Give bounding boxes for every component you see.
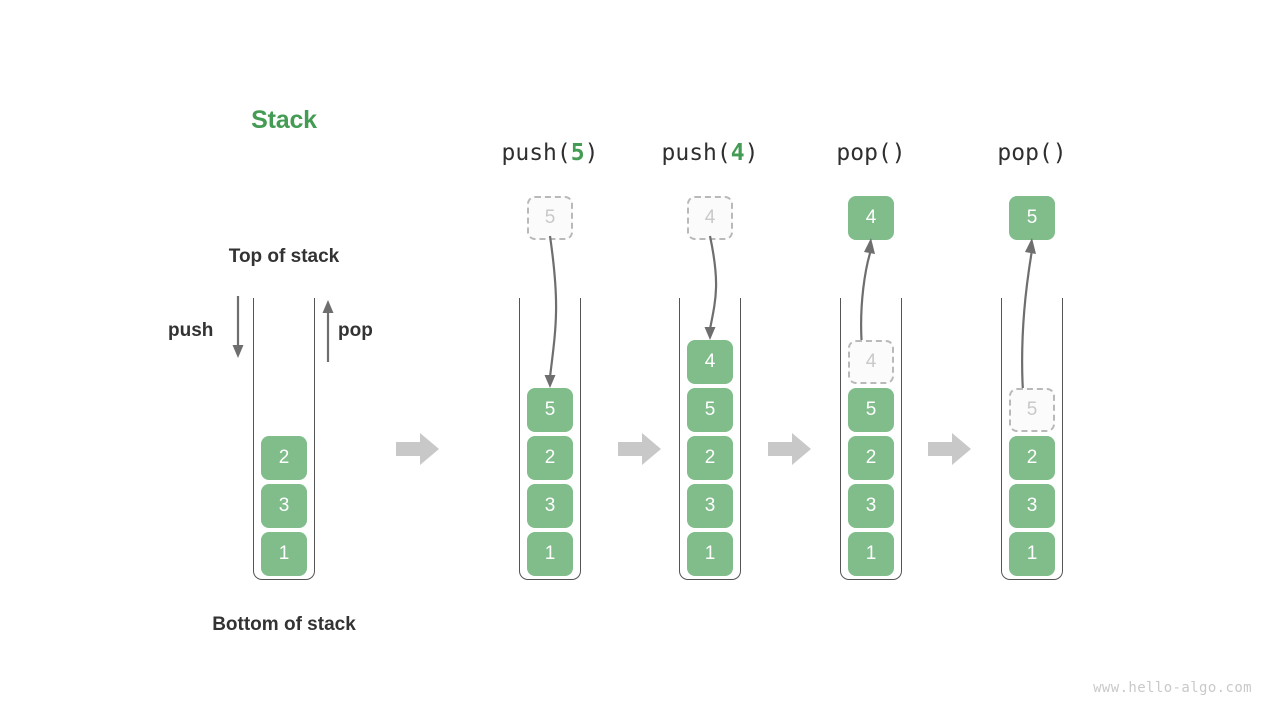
stack-cell: 1 — [261, 532, 307, 576]
step-header-suffix: ) — [744, 140, 759, 166]
step-separator-arrow-icon-1 — [396, 432, 440, 466]
transfer-arrow-icon — [650, 235, 770, 436]
stack-cell: 3 — [527, 484, 573, 528]
step-header-argument: 5 — [570, 140, 585, 166]
push-label: push — [168, 320, 214, 341]
stack-cell-removed: 5 — [1009, 388, 1055, 432]
popped-element: 4 — [848, 196, 894, 240]
stack-cell: 1 — [1009, 532, 1055, 576]
stack-cell-removed: 4 — [848, 340, 894, 384]
step-header-suffix: ) — [1052, 140, 1067, 166]
step-separator-arrow-icon-4 — [928, 432, 972, 466]
step-header-3: pop() — [791, 140, 951, 166]
transfer-arrow-icon — [972, 236, 1092, 436]
bottom-of-stack-label: Bottom of stack — [212, 614, 356, 635]
stack-cell: 2 — [848, 436, 894, 480]
step-header-prefix: pop( — [997, 140, 1053, 166]
step-header-4: pop() — [952, 140, 1112, 166]
floating-element-wrapper: 4 — [848, 196, 894, 240]
watermark: www.hello-algo.com — [1093, 680, 1252, 696]
step-header-prefix: push( — [661, 140, 731, 166]
stack-cell: 3 — [1009, 484, 1055, 528]
top-of-stack-label: Top of stack — [228, 246, 340, 267]
stack-cell: 5 — [687, 388, 733, 432]
popped-element: 5 — [1009, 196, 1055, 240]
stack-cell: 5 — [527, 388, 573, 432]
step-header-suffix: ) — [584, 140, 599, 166]
step-separator-arrow-icon-3 — [768, 432, 812, 466]
stack-cell: 1 — [848, 532, 894, 576]
transfer-arrow-icon — [490, 235, 610, 436]
stack-cell: 3 — [261, 484, 307, 528]
pending-push-element: 5 — [527, 196, 573, 240]
push-arrow-icon — [226, 296, 250, 362]
pending-push-element: 4 — [687, 196, 733, 240]
stack-cell: 2 — [261, 436, 307, 480]
stack-cell: 4 — [687, 340, 733, 384]
step-header-prefix: pop( — [836, 140, 892, 166]
stack-cell: 2 — [1009, 436, 1055, 480]
stack-cell: 5 — [848, 388, 894, 432]
stack-cell: 1 — [527, 532, 573, 576]
floating-element-wrapper: 5 — [527, 196, 573, 240]
stack-cell: 3 — [848, 484, 894, 528]
step-header-argument: 4 — [730, 140, 745, 166]
stack-cell: 2 — [527, 436, 573, 480]
step-header-prefix: push( — [501, 140, 571, 166]
page-title: Stack — [251, 106, 317, 134]
step-header-1: push(5) — [470, 140, 630, 166]
step-separator-arrow-icon-2 — [618, 432, 662, 466]
pop-label: pop — [338, 320, 373, 341]
floating-element-wrapper: 5 — [1009, 196, 1055, 240]
step-header-2: push(4) — [630, 140, 790, 166]
pop-arrow-icon — [316, 296, 340, 362]
stack-cell: 2 — [687, 436, 733, 480]
step-header-suffix: ) — [891, 140, 906, 166]
floating-element-wrapper: 4 — [687, 196, 733, 240]
stack-cell: 1 — [687, 532, 733, 576]
stack-cell: 3 — [687, 484, 733, 528]
